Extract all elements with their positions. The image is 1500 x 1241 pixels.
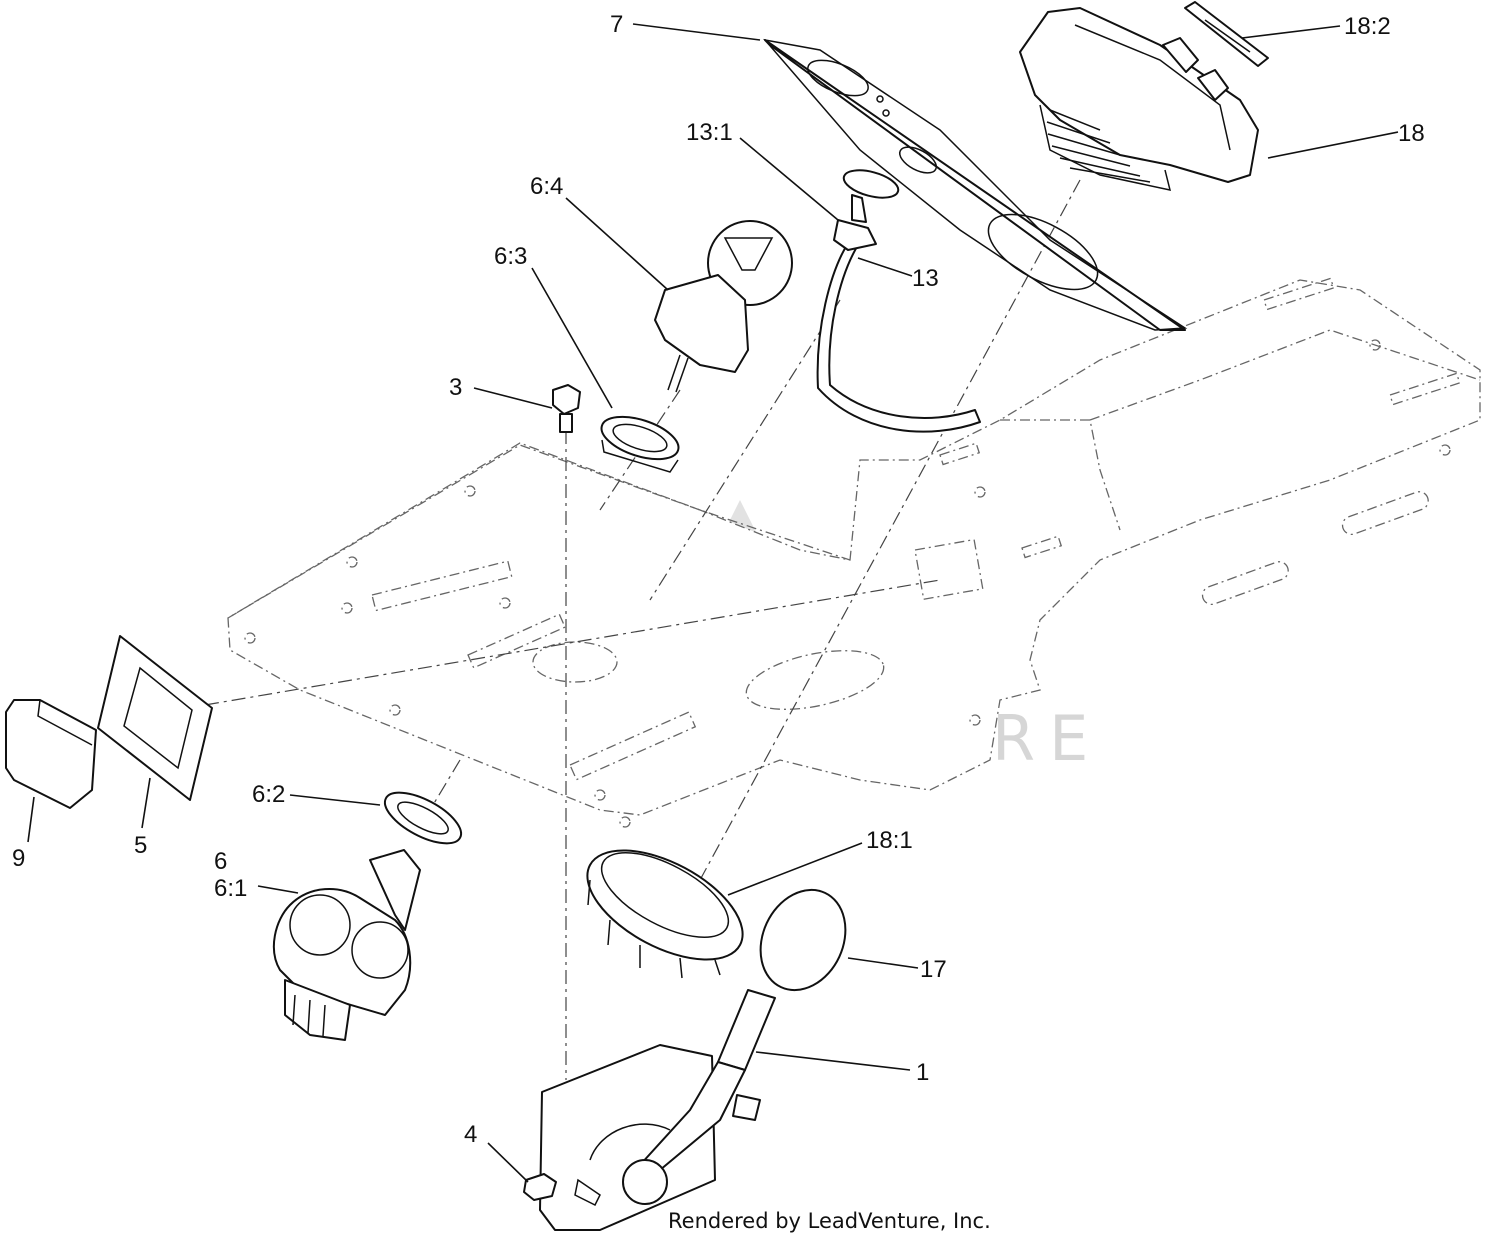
- callout-13: 13: [912, 265, 939, 292]
- meter-grille: [1046, 109, 1151, 183]
- callout-18: 18: [1398, 120, 1425, 147]
- assembly-centerlines: [204, 179, 1081, 1080]
- callout-17: 17: [920, 956, 947, 983]
- plug-part-9: [5, 699, 97, 809]
- callout-6-4: 6:4: [530, 173, 563, 200]
- nut-part-6-3: [600, 415, 680, 473]
- callout-labels: 7 18:2 18 13:1 13 6:4 6:3 3 6:2 6 6:1 9 …: [12, 11, 1425, 1148]
- bolt-part-3: [552, 384, 581, 433]
- callout-13-1: 13:1: [686, 119, 733, 146]
- callout-5: 5: [134, 832, 147, 859]
- choke-cable-part-13: [816, 169, 981, 433]
- callout-18-1: 18:1: [866, 827, 913, 854]
- leader-lines: [27, 23, 1399, 1183]
- lamp-socket-part-6-4: [654, 220, 793, 393]
- callout-3: 3: [449, 374, 462, 401]
- callout-6-1: 6:1: [214, 875, 247, 902]
- callout-1: 1: [916, 1059, 929, 1086]
- gasket-part-5: [97, 635, 213, 801]
- control-panel-ghost: [227, 277, 1481, 828]
- callout-9: 9: [12, 845, 25, 872]
- nut-part-6-2: [383, 791, 463, 845]
- knob-part-17: [759, 888, 847, 992]
- ring-nut-part-18-1: [586, 849, 744, 979]
- hour-meter-part-18: [1019, 7, 1259, 191]
- ignition-switch-part-6: [272, 849, 421, 1041]
- decal-part-7: [763, 38, 1188, 331]
- callout-6-2: 6:2: [252, 781, 285, 808]
- nut-part-4: [523, 1173, 557, 1201]
- throttle-lever-part-1: [539, 989, 776, 1231]
- rendered-by-credit: Rendered by LeadVenture, Inc.: [668, 1209, 991, 1233]
- callout-6-3: 6:3: [494, 243, 527, 270]
- callout-7: 7: [610, 11, 623, 38]
- label-part-18-2: [1184, 1, 1269, 67]
- callout-4: 4: [464, 1121, 477, 1148]
- callout-6: 6: [214, 848, 227, 875]
- callout-18-2: 18:2: [1344, 13, 1391, 40]
